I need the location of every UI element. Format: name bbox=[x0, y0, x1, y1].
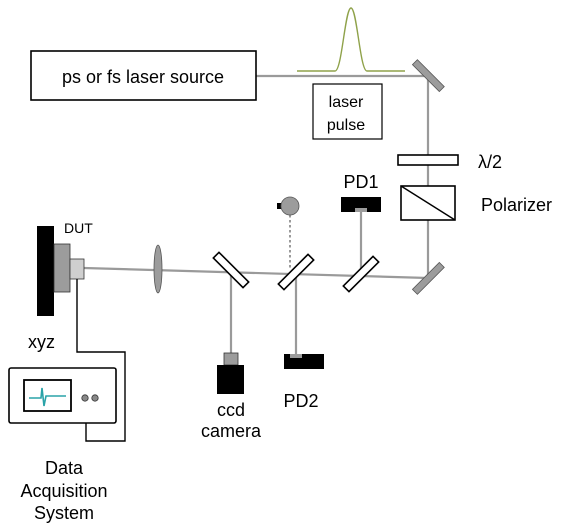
ccd-camera: ccd camera bbox=[201, 352, 262, 441]
pd2-label: PD2 bbox=[283, 391, 318, 411]
beam-main-horizontal bbox=[83, 266, 429, 280]
pd1-body bbox=[341, 197, 381, 212]
laser-pulse-label-line2: pulse bbox=[327, 117, 365, 134]
xyz-stage-plate bbox=[37, 226, 54, 316]
daq-knob-right bbox=[91, 394, 99, 402]
daq-knob-left bbox=[81, 394, 89, 402]
focusing-lens bbox=[153, 244, 163, 294]
half-wave-plate-label: λ/2 bbox=[478, 152, 502, 172]
polarizer-diagonal bbox=[400, 185, 456, 221]
mirror-top-right bbox=[411, 59, 445, 93]
pd1-window bbox=[355, 208, 367, 212]
ccd-label-line2: camera bbox=[201, 421, 262, 441]
half-wave-plate: λ/2 bbox=[397, 152, 502, 172]
laser-source: ps or fs laser source bbox=[30, 50, 257, 101]
ccd-lens bbox=[223, 352, 239, 366]
daq-label-line1: Data bbox=[45, 458, 84, 478]
pd1-label: PD1 bbox=[343, 172, 378, 192]
ccd-body bbox=[217, 365, 244, 394]
polarizer: Polarizer bbox=[400, 185, 552, 221]
daq-label-line3: System bbox=[34, 503, 94, 523]
illuminator-icon bbox=[277, 196, 300, 216]
signal-wiring bbox=[76, 279, 126, 442]
pd2-detector: PD2 bbox=[283, 354, 324, 411]
beam-splitter-pd1 bbox=[342, 255, 380, 293]
laser-source-label: ps or fs laser source bbox=[62, 67, 224, 87]
illuminator-bulb bbox=[280, 196, 300, 216]
daq-system: Data Acquisition System bbox=[8, 367, 117, 523]
dut-holder bbox=[53, 243, 71, 293]
laser-pulse-label-box bbox=[312, 83, 383, 140]
beam-paths bbox=[83, 74, 430, 356]
xyz-label: xyz bbox=[28, 332, 55, 352]
laser-pulse-trace bbox=[297, 7, 405, 72]
dut-stage: DUT xyz bbox=[28, 220, 93, 352]
daq-label-line2: Acquisition bbox=[20, 481, 107, 501]
mirror-bottom-right bbox=[411, 261, 445, 295]
pd2-window bbox=[290, 354, 302, 358]
oscilloscope-trace bbox=[29, 387, 66, 407]
laser-pulse: laser pulse bbox=[297, 7, 405, 140]
wire-dut-to-daq bbox=[76, 279, 126, 442]
beam-splitter-ccd bbox=[212, 251, 250, 289]
dut-chip bbox=[69, 258, 85, 280]
polarizer-label: Polarizer bbox=[481, 195, 552, 215]
illuminator-stem bbox=[277, 203, 283, 209]
laser-pulse-label-line1: laser bbox=[329, 94, 364, 111]
half-wave-plate-body bbox=[397, 154, 459, 166]
laser-source-box bbox=[30, 50, 257, 101]
beam-splitter-pd2 bbox=[277, 253, 315, 291]
pd1-detector: PD1 bbox=[341, 172, 381, 212]
dut-label: DUT bbox=[64, 220, 93, 236]
ccd-label-line1: ccd bbox=[217, 400, 245, 420]
